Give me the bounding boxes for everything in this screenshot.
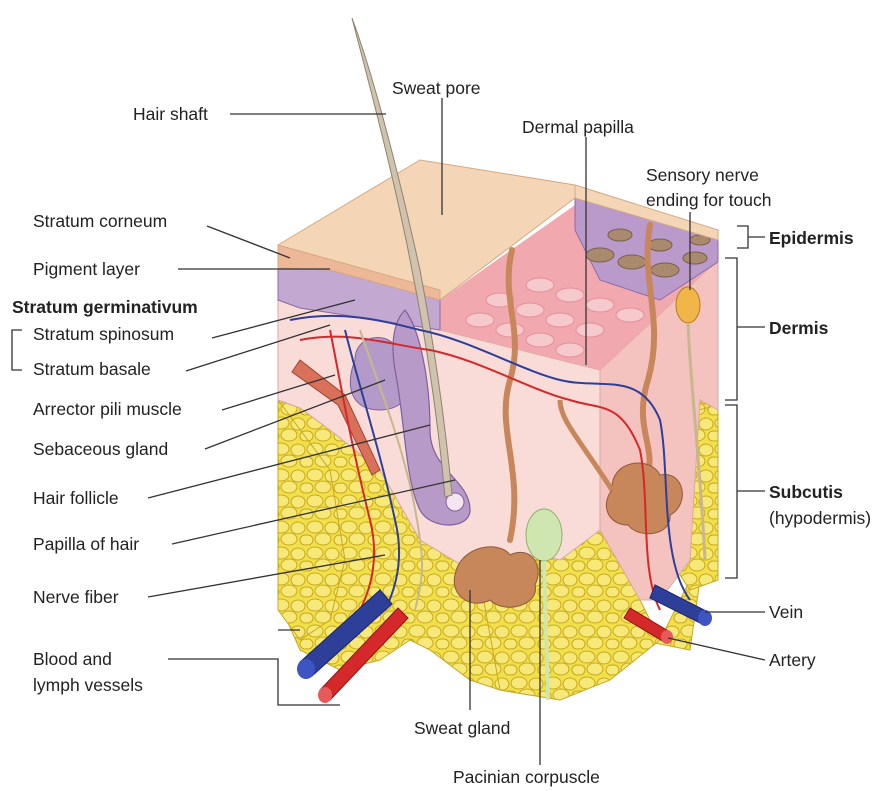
label-stratum-basale: Stratum basale [33,359,151,379]
label-sweat-pore: Sweat pore [392,78,481,98]
label-hair-shaft: Hair shaft [133,104,208,124]
label-pigment-layer: Pigment layer [33,259,140,279]
label-stratum-spinosum: Stratum spinosum [33,324,174,344]
label-papilla-of-hair: Papilla of hair [33,534,139,554]
label-vein: Vein [769,602,803,622]
label-sensory-nerve-line1: Sensory nerve [646,165,759,185]
label-sweat-gland: Sweat gland [414,718,510,738]
label-nerve-fiber: Nerve fiber [33,587,119,607]
sweat-gland-left [454,547,538,607]
tactile-corpuscle-shape [676,287,700,323]
label-epidermis: Epidermis [769,228,854,248]
label-artery: Artery [769,650,816,670]
label-sensory-nerve-line2: ending for touch [646,190,772,210]
label-blood-lymph-line1: Blood and [33,649,112,669]
pacinian-corpuscle-shape [526,509,562,561]
label-subcutis: Subcutis [769,482,843,502]
label-stratum-corneum: Stratum corneum [33,211,167,231]
label-hair-follicle: Hair follicle [33,488,119,508]
label-blood-lymph-line2: lymph vessels [33,675,143,695]
label-dermal-papilla: Dermal papilla [522,117,634,137]
label-stratum-germinativum: Stratum germinativum [12,297,198,317]
label-sebaceous-gland: Sebaceous gland [33,439,168,459]
label-hypodermis: (hypodermis) [769,508,871,528]
label-dermis: Dermis [769,318,828,338]
label-arrector-pili: Arrector pili muscle [33,399,182,419]
label-pacinian-corpuscle: Pacinian corpuscle [453,767,600,787]
